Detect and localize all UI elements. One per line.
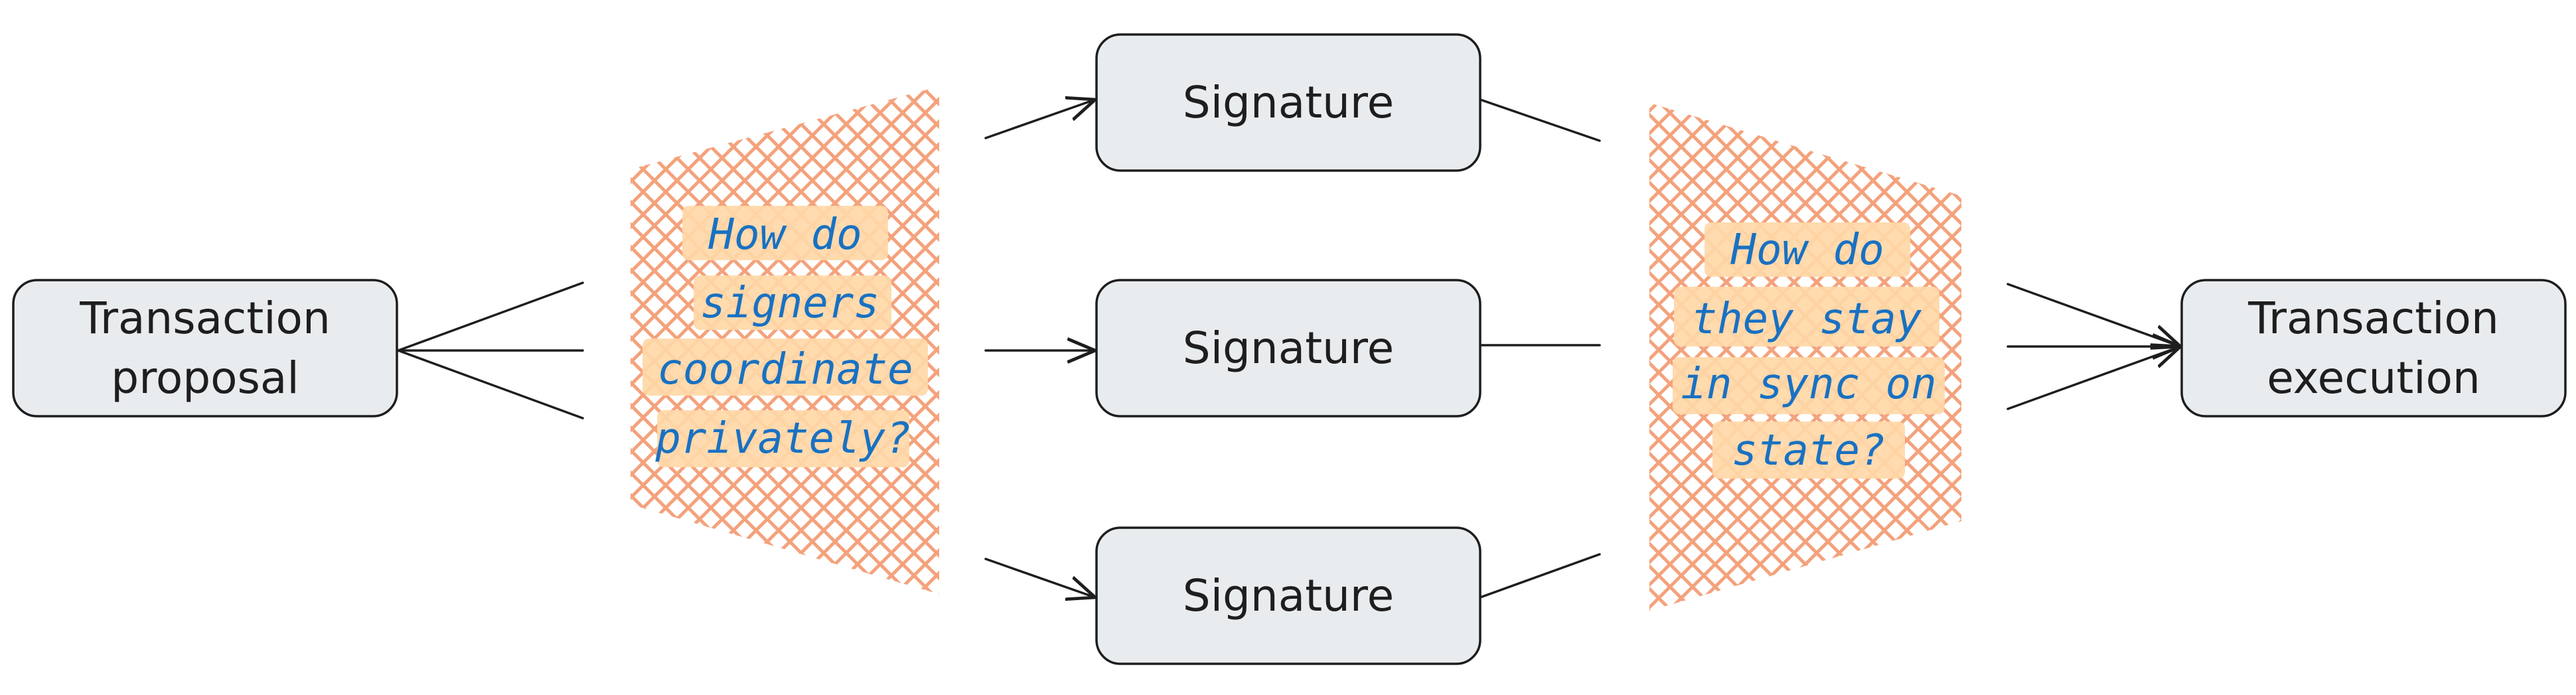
question-highlights-left: [643, 206, 928, 467]
connector-proposal-bottom: [397, 349, 584, 420]
arrow-to-execution-bottom: [2007, 347, 2180, 410]
arrow-to-sig-bottom: [984, 558, 1095, 597]
execution-label-line1: Transaction: [2247, 293, 2499, 344]
node-transaction-execution: Transaction execution: [2180, 279, 2567, 418]
signature-top-label: Signature: [1183, 77, 1394, 128]
signature-middle-label: Signature: [1183, 323, 1394, 374]
node-signature-middle: Signature: [1095, 279, 1481, 418]
question-sync-line3: in sync on: [1681, 360, 1936, 409]
node-transaction-proposal: Transaction proposal: [12, 279, 398, 418]
hatch-region-right: [1649, 103, 1961, 611]
question-coordinate-line2: signers: [700, 279, 879, 328]
question-coordinate-line3: coordinate: [657, 345, 913, 394]
connector-sig-top-out: [1479, 98, 1601, 142]
question-coordinate: How do signers coordinate privately?: [654, 210, 913, 463]
node-signature-bottom: Signature: [1095, 526, 1481, 665]
question-sync: How do they stay in sync on state?: [1681, 226, 1936, 475]
question-sync-line4: state?: [1732, 426, 1885, 475]
question-coordinate-line1: How do: [708, 210, 862, 260]
arrow-to-execution-top: [2007, 283, 2180, 347]
question-sync-line2: they stay: [1692, 295, 1922, 344]
question-coordinate-line4: privately?: [654, 414, 911, 463]
signature-bottom-label: Signature: [1183, 570, 1394, 621]
execution-label-line2: execution: [2267, 352, 2480, 404]
node-signature-top: Signature: [1095, 33, 1481, 172]
question-sync-line1: How do: [1730, 226, 1884, 275]
connectors: [397, 98, 2180, 599]
arrow-to-sig-top: [984, 100, 1095, 139]
question-highlights-right: [1673, 222, 1945, 479]
proposal-label-line1: Transaction: [79, 293, 331, 344]
proposal-label-line2: proposal: [111, 352, 299, 404]
connector-sig-bottom-out: [1479, 553, 1601, 599]
connector-proposal-top: [397, 281, 584, 352]
